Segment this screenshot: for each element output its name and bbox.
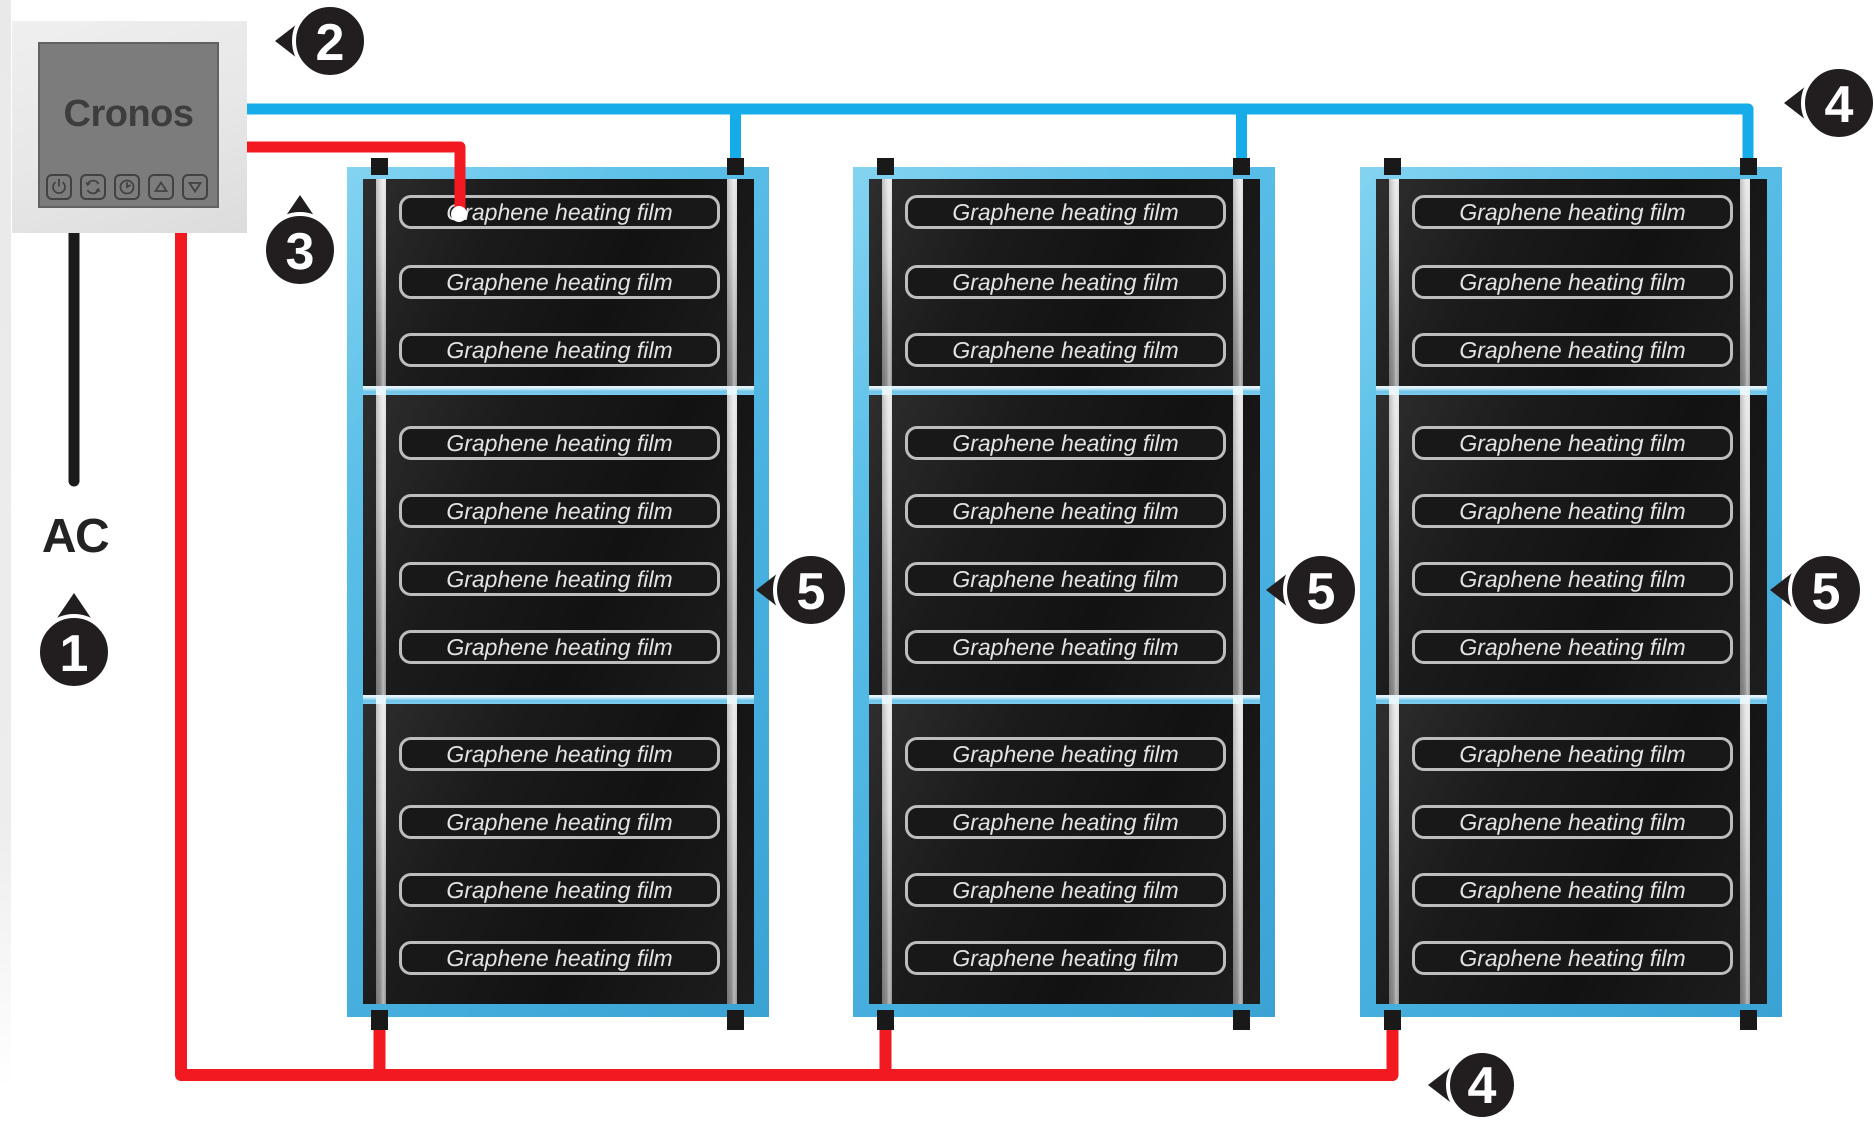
svg-text:5: 5 <box>1812 563 1841 621</box>
svg-text:2: 2 <box>316 14 345 72</box>
svg-text:1: 1 <box>60 625 89 683</box>
svg-text:3: 3 <box>286 223 315 281</box>
svg-text:4: 4 <box>1825 76 1854 134</box>
svg-text:5: 5 <box>1307 563 1336 621</box>
svg-text:4: 4 <box>1468 1057 1497 1115</box>
svg-text:5: 5 <box>797 563 826 621</box>
